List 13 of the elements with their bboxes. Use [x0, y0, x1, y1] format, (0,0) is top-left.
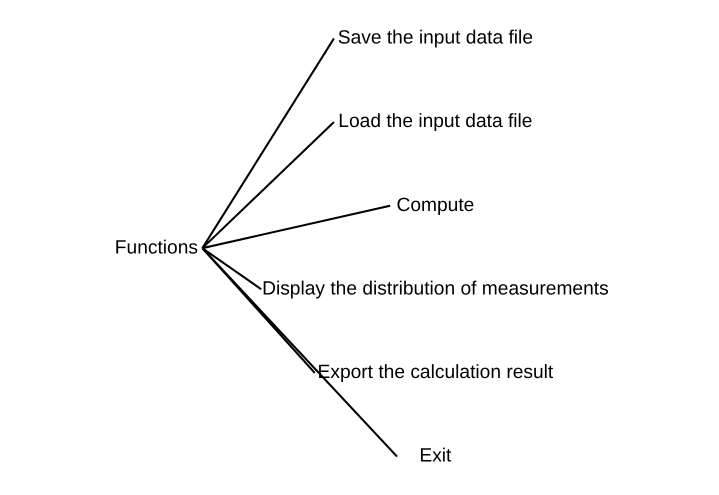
connector: [202, 204, 390, 250]
node-text: Display the distribution of measurements: [262, 278, 608, 300]
connector: [200, 38, 334, 249]
node-text: Load the input data file: [338, 111, 532, 132]
node-text: Compute: [396, 194, 474, 216]
connector: [201, 248, 316, 374]
node-text: Save the input data file: [337, 28, 533, 48]
node-text: Export the calculation result: [317, 362, 553, 384]
connector: [201, 121, 334, 249]
connector: [201, 247, 262, 290]
node-text: Functions: [114, 237, 198, 258]
node-text: Exit: [418, 446, 451, 467]
connector: [201, 247, 398, 458]
